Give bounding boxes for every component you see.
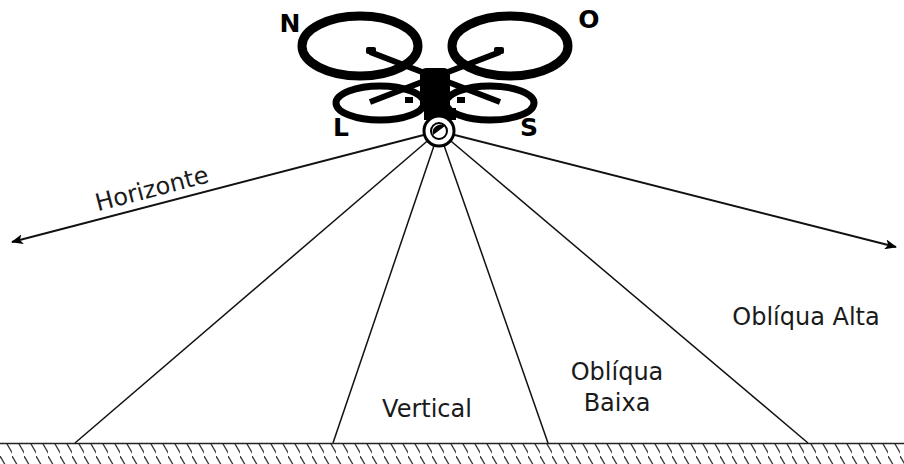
view-label: Oblíqua Alta [732, 302, 879, 333]
view-label: Vertical [382, 394, 472, 425]
compass-north: N [280, 8, 301, 41]
view-label: Horizonte [92, 160, 212, 219]
view-label: Oblíqua Baixa [552, 357, 682, 419]
compass-west: O [578, 4, 599, 37]
compass-south: S [520, 112, 538, 145]
compass-east: L [333, 112, 349, 145]
